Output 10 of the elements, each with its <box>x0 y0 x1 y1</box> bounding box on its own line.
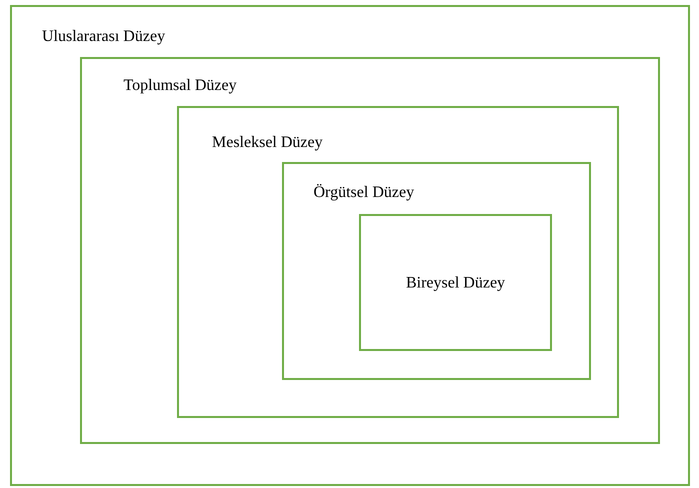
level-label: Mesleksel Düzey <box>212 133 323 152</box>
level-box <box>177 106 619 418</box>
level-box <box>282 162 590 380</box>
level-box <box>10 5 690 486</box>
level-label: Örgütsel Düzey <box>314 182 414 202</box>
level-label: Uluslararası Düzey <box>42 27 166 46</box>
level-label: Bireysel Düzey <box>406 272 506 292</box>
level-box <box>80 56 660 444</box>
level-box <box>359 214 552 351</box>
level-label: Toplumsal Düzey <box>124 76 237 95</box>
